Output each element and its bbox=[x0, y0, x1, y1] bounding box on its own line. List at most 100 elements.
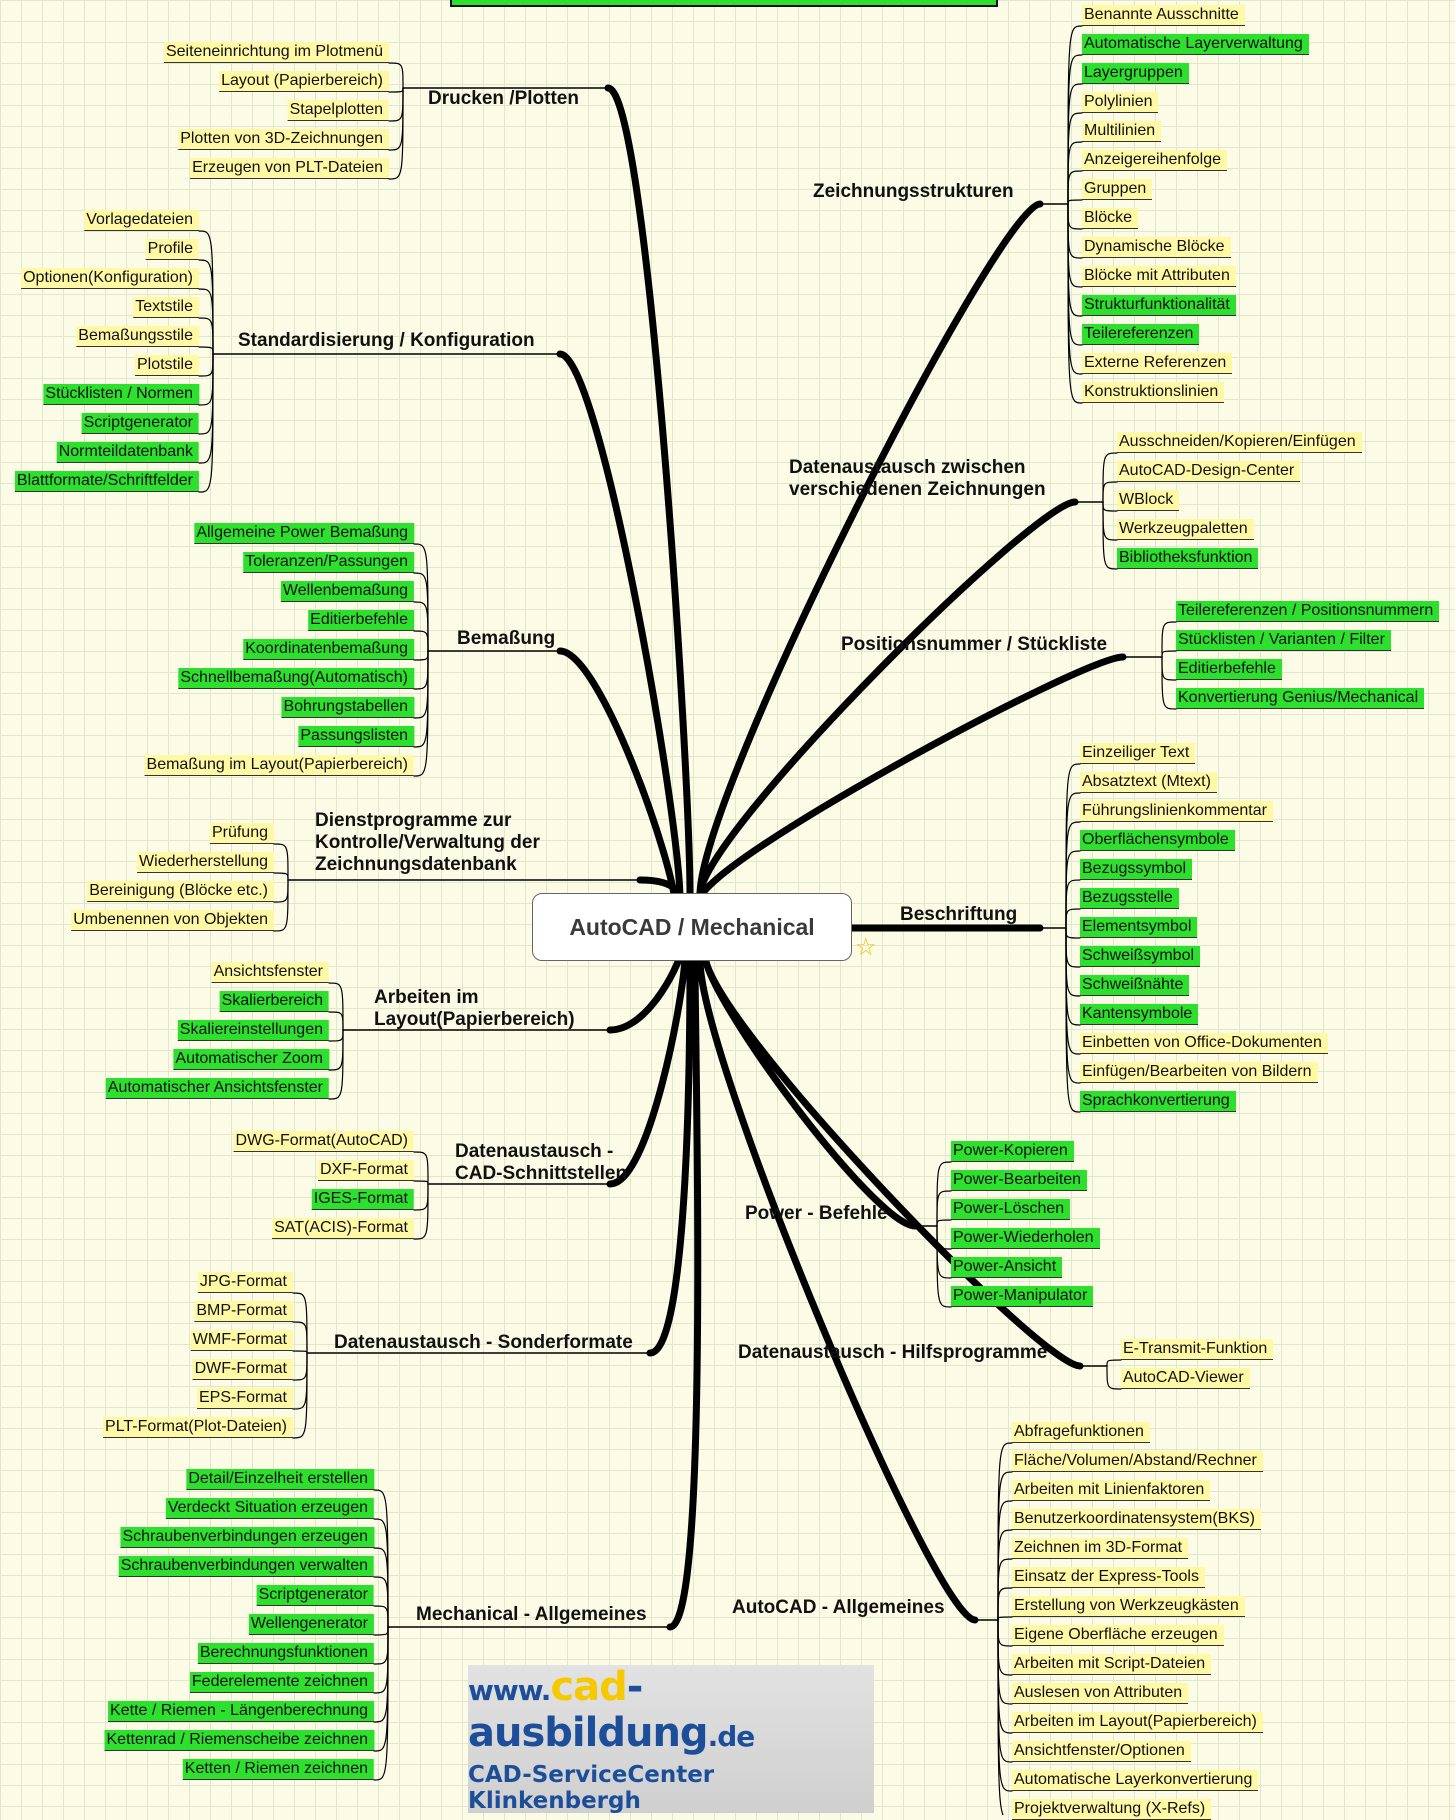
leaf-item[interactable]: IGES-Format bbox=[311, 1189, 414, 1210]
leaf-item[interactable]: Stapelplotten bbox=[287, 100, 389, 121]
leaf-item[interactable]: Power-Kopieren bbox=[951, 1141, 1074, 1162]
leaf-item[interactable]: Oberflächensymbole bbox=[1080, 830, 1235, 851]
leaf-item[interactable]: Zeichnen im 3D-Format bbox=[1012, 1538, 1189, 1559]
branch-label-autocad[interactable]: AutoCAD - Allgemeines bbox=[732, 1597, 945, 1618]
leaf-item[interactable]: Profile bbox=[145, 239, 199, 260]
leaf-item[interactable]: Scriptgenerator bbox=[81, 413, 199, 434]
leaf-item[interactable]: Eigene Oberfläche erzeugen bbox=[1012, 1625, 1224, 1646]
leaf-item[interactable]: Benannte Ausschnitte bbox=[1082, 5, 1245, 26]
leaf-item[interactable]: Arbeiten mit Script-Dateien bbox=[1012, 1654, 1212, 1675]
leaf-item[interactable]: Ausschneiden/Kopieren/Einfügen bbox=[1117, 432, 1362, 453]
leaf-item[interactable]: Umbenennen von Objekten bbox=[71, 910, 274, 931]
branch-label-standard[interactable]: Standardisierung / Konfiguration bbox=[238, 330, 535, 351]
leaf-item[interactable]: Ansichtfenster/Optionen bbox=[1012, 1741, 1191, 1762]
leaf-item[interactable]: Sprachkonvertierung bbox=[1080, 1091, 1236, 1112]
leaf-item[interactable]: Federelemente zeichnen bbox=[189, 1672, 374, 1693]
leaf-item[interactable]: DXF-Format bbox=[318, 1160, 414, 1181]
leaf-item[interactable]: Werkzeugpaletten bbox=[1117, 519, 1254, 540]
leaf-item[interactable]: Prüfung bbox=[209, 823, 274, 844]
leaf-item[interactable]: Arbeiten mit Linienfaktoren bbox=[1012, 1480, 1211, 1501]
leaf-item[interactable]: Automatische Layerkonvertierung bbox=[1012, 1770, 1259, 1791]
leaf-item[interactable]: Berechnungsfunktionen bbox=[197, 1643, 374, 1664]
leaf-item[interactable]: Blöcke mit Attributen bbox=[1082, 266, 1236, 287]
leaf-item[interactable]: Power-Manipulator bbox=[951, 1286, 1094, 1307]
leaf-item[interactable]: Kette / Riemen - Längenberechnung bbox=[108, 1701, 374, 1722]
leaf-item[interactable]: JPG-Format bbox=[197, 1272, 293, 1293]
leaf-item[interactable]: Bohrungstabellen bbox=[281, 697, 414, 718]
branch-label-power[interactable]: Power - Befehle bbox=[745, 1203, 888, 1224]
leaf-item[interactable]: Editierbefehle bbox=[1176, 659, 1282, 680]
branch-label-zeichnung[interactable]: Zeichnungsstrukturen bbox=[813, 181, 1014, 202]
leaf-item[interactable]: Führungslinienkommentar bbox=[1080, 801, 1273, 822]
leaf-item[interactable]: Auslesen von Attributen bbox=[1012, 1683, 1189, 1704]
leaf-item[interactable]: Layergruppen bbox=[1082, 63, 1189, 84]
leaf-item[interactable]: DWG-Format(AutoCAD) bbox=[233, 1131, 414, 1152]
leaf-item[interactable]: Gruppen bbox=[1082, 179, 1153, 200]
leaf-item[interactable]: Schraubenverbindungen verwalten bbox=[118, 1556, 374, 1577]
leaf-item[interactable]: Automatische Layerverwaltung bbox=[1082, 34, 1309, 55]
leaf-item[interactable]: Elementsymbol bbox=[1080, 917, 1198, 938]
leaf-item[interactable]: Konvertierung Genius/Mechanical bbox=[1176, 688, 1425, 709]
leaf-item[interactable]: Kantensymbole bbox=[1080, 1004, 1199, 1025]
leaf-item[interactable]: Textstile bbox=[133, 297, 199, 318]
leaf-item[interactable]: Plotten von 3D-Zeichnungen bbox=[178, 129, 389, 150]
leaf-item[interactable]: Ansichtsfenster bbox=[211, 962, 329, 983]
branch-label-position[interactable]: Positionsnummer / Stückliste bbox=[841, 634, 1108, 655]
leaf-item[interactable]: Automatischer Ansichtsfenster bbox=[105, 1078, 329, 1099]
branch-label-sonder[interactable]: Datenaustausch - Sonderformate bbox=[334, 1332, 633, 1353]
leaf-item[interactable]: DWF-Format bbox=[192, 1359, 293, 1380]
leaf-item[interactable]: Bemaßung im Layout(Papierbereich) bbox=[144, 755, 414, 776]
leaf-item[interactable]: Multilinien bbox=[1082, 121, 1162, 142]
leaf-item[interactable]: Power-Wiederholen bbox=[951, 1228, 1100, 1249]
leaf-item[interactable]: Einzeiliger Text bbox=[1080, 743, 1196, 764]
leaf-item[interactable]: Automatischer Zoom bbox=[173, 1049, 329, 1070]
leaf-item[interactable]: Stücklisten / Varianten / Filter bbox=[1176, 630, 1391, 651]
leaf-item[interactable]: Allgemeine Power Bemaßung bbox=[194, 523, 414, 544]
leaf-item[interactable]: Skaliereinstellungen bbox=[177, 1020, 329, 1041]
leaf-item[interactable]: Absatztext (Mtext) bbox=[1080, 772, 1217, 793]
leaf-item[interactable]: PLT-Format(Plot-Dateien) bbox=[103, 1417, 293, 1438]
leaf-item[interactable]: Blattformate/Schriftfelder bbox=[14, 471, 199, 492]
leaf-item[interactable]: Toleranzen/Passungen bbox=[243, 552, 414, 573]
leaf-item[interactable]: Passungslisten bbox=[298, 726, 414, 747]
branch-label-hilfs[interactable]: Datenaustausch - Hilfsprogramme bbox=[738, 1342, 1048, 1363]
leaf-item[interactable]: Layout (Papierbereich) bbox=[219, 71, 389, 92]
leaf-item[interactable]: WBlock bbox=[1117, 490, 1180, 511]
leaf-item[interactable]: Scriptgenerator bbox=[256, 1585, 374, 1606]
leaf-item[interactable]: Schnellbemaßung(Automatisch) bbox=[178, 668, 414, 689]
leaf-item[interactable]: Power-Löschen bbox=[951, 1199, 1071, 1220]
leaf-item[interactable]: Normteildatenbank bbox=[56, 442, 199, 463]
leaf-item[interactable]: Verdeckt Situation erzeugen bbox=[165, 1498, 374, 1519]
leaf-item[interactable]: Bezugsstelle bbox=[1080, 888, 1179, 909]
leaf-item[interactable]: Teilereferenzen bbox=[1082, 324, 1200, 345]
leaf-item[interactable]: Arbeiten im Layout(Papierbereich) bbox=[1012, 1712, 1263, 1733]
leaf-item[interactable]: Erzeugen von PLT-Dateien bbox=[190, 158, 389, 179]
leaf-item[interactable]: Ketten / Riemen zeichnen bbox=[182, 1759, 374, 1780]
leaf-item[interactable]: Abfragefunktionen bbox=[1012, 1422, 1150, 1443]
branch-label-cadschnitt[interactable]: Datenaustausch -CAD-Schnittstellen bbox=[455, 1141, 627, 1185]
leaf-item[interactable]: AutoCAD-Design-Center bbox=[1117, 461, 1301, 482]
leaf-item[interactable]: Fläche/Volumen/Abstand/Rechner bbox=[1012, 1451, 1263, 1472]
leaf-item[interactable]: Strukturfunktionalität bbox=[1082, 295, 1236, 316]
leaf-item[interactable]: Konstruktionslinien bbox=[1082, 382, 1225, 403]
leaf-item[interactable]: WMF-Format bbox=[190, 1330, 293, 1351]
leaf-item[interactable]: Polylinien bbox=[1082, 92, 1159, 113]
root-node[interactable]: AutoCAD / Mechanical bbox=[532, 893, 852, 961]
leaf-item[interactable]: Schweißsymbol bbox=[1080, 946, 1201, 967]
leaf-item[interactable]: Bibliotheksfunktion bbox=[1117, 548, 1259, 569]
branch-label-bemassung[interactable]: Bemaßung bbox=[457, 628, 556, 649]
leaf-item[interactable]: Blöcke bbox=[1082, 208, 1139, 229]
leaf-item[interactable]: EPS-Format bbox=[196, 1388, 293, 1409]
leaf-item[interactable]: Koordinatenbemaßung bbox=[243, 639, 414, 660]
leaf-item[interactable]: Detail/Einzelheit erstellen bbox=[186, 1469, 374, 1490]
leaf-item[interactable]: Schweißnähte bbox=[1080, 975, 1190, 996]
leaf-item[interactable]: AutoCAD-Viewer bbox=[1121, 1368, 1250, 1389]
leaf-item[interactable]: E-Transmit-Funktion bbox=[1121, 1339, 1274, 1360]
leaf-item[interactable]: Projektverwaltung (X-Refs) bbox=[1012, 1799, 1212, 1820]
leaf-item[interactable]: Anzeigereihenfolge bbox=[1082, 150, 1227, 171]
leaf-item[interactable]: Einsatz der Express-Tools bbox=[1012, 1567, 1205, 1588]
leaf-item[interactable]: Einbetten von Office-Dokumenten bbox=[1080, 1033, 1328, 1054]
leaf-item[interactable]: Bereinigung (Blöcke etc.) bbox=[87, 881, 274, 902]
